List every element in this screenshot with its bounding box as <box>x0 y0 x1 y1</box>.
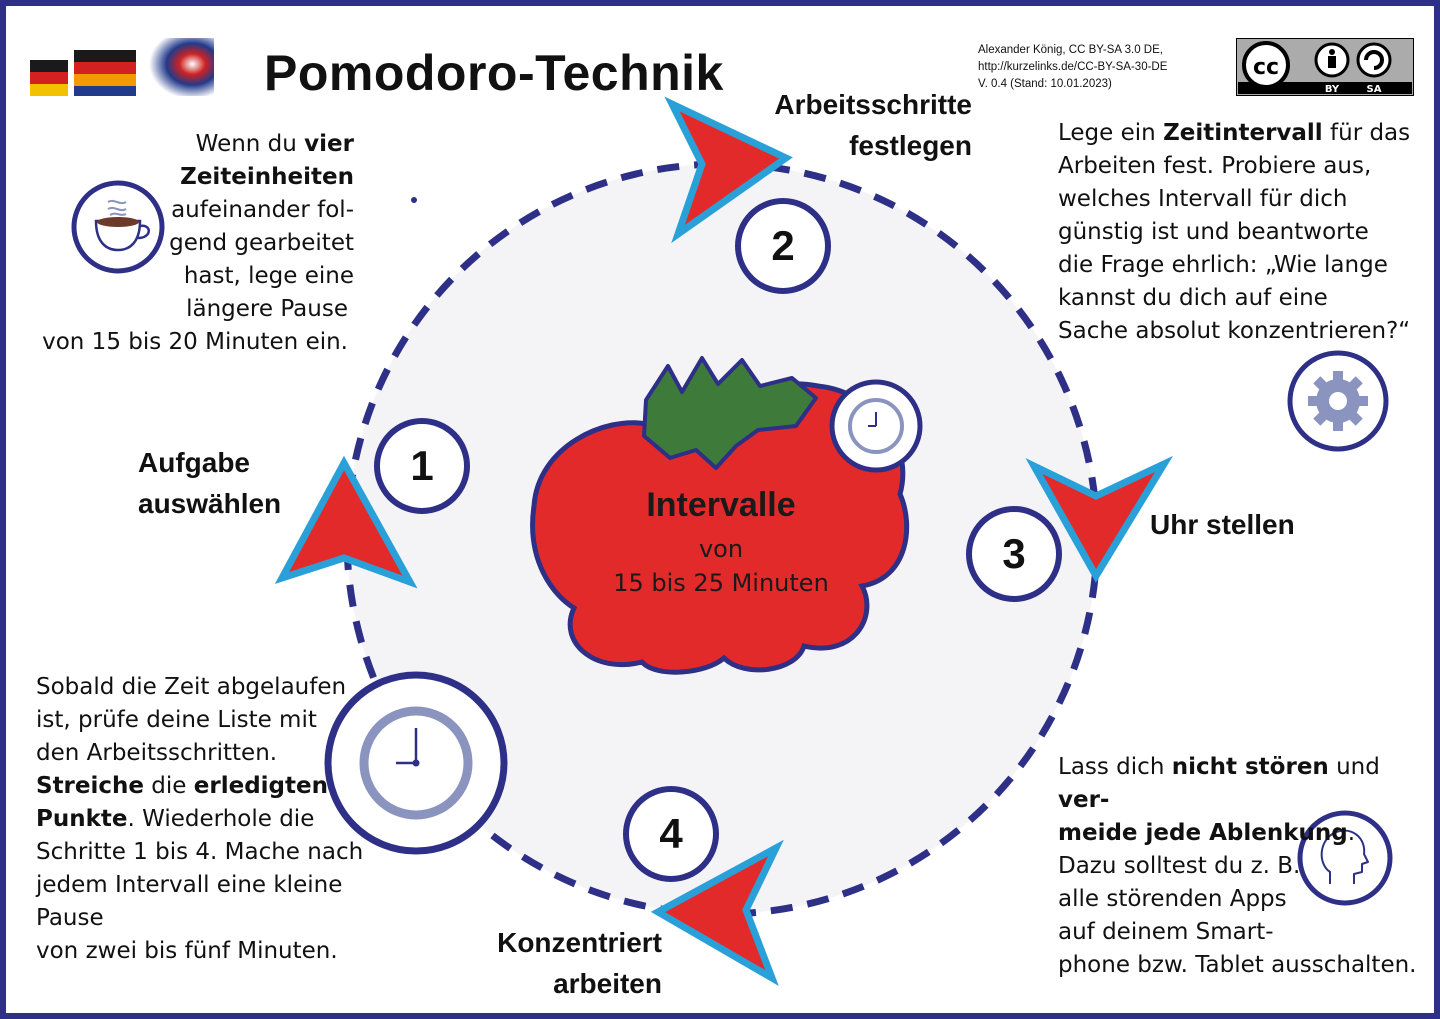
step-1-label-line-2: auswählen <box>138 488 282 519</box>
interval-line-1-bold: Zeitintervall <box>1163 120 1323 146</box>
stopwatch-icon <box>324 671 508 855</box>
review-line-7: jedem Intervall eine kleine Pause <box>36 872 343 931</box>
focus-line-2-b: . <box>1347 820 1356 846</box>
focus-line-1-c: und <box>1328 754 1380 780</box>
review-line-5-b: . Wiederhole die <box>127 806 315 832</box>
tomato-icon <box>530 356 923 675</box>
interval-text: Lege ein Zeitintervall für das Arbeiten … <box>1058 117 1418 348</box>
center-heading: Intervalle <box>646 486 796 524</box>
review-line-1: Sobald die Zeit abgelaufen <box>36 674 347 700</box>
credit-line-2: http://kurzelinks.de/CC-BY-SA-30-DE <box>978 61 1168 73</box>
step-3-label-line-1: Uhr stellen <box>1150 509 1295 540</box>
diagram-canvas <box>71 96 1393 986</box>
step-2-label-line-2: festlegen <box>849 130 972 161</box>
review-line-5: Punkte. Wiederhole die <box>36 803 416 836</box>
step-4-label-line-1: Konzentriert <box>497 927 662 958</box>
step-1-circle <box>374 418 470 514</box>
focus-text: Lass dich nicht stören und ver- meide je… <box>1058 751 1428 982</box>
arrow-step-3 <box>1025 455 1174 583</box>
review-line-6: Schritte 1 bis 4. Mache nach <box>36 839 364 865</box>
review-line-4-bold: Streiche <box>36 773 144 799</box>
step-3-circle <box>966 506 1062 602</box>
coffee-cup-icon <box>71 180 165 274</box>
page-title: Pomodoro-Technik <box>264 45 724 101</box>
stray-dot <box>411 197 417 203</box>
step-1-number: 1 <box>410 442 434 489</box>
credit-block: Alexander König, CC BY-SA 3.0 DE, http:/… <box>978 42 1167 93</box>
review-line-2: ist, prüfe deine Liste mit <box>36 707 317 733</box>
long-break-line-1: Wenn du vier Zeiteinheiten <box>36 128 354 194</box>
focus-line-2: meide jede Ablenkung. <box>1058 817 1428 850</box>
focus-line-5: auf deinem Smart- <box>1058 919 1274 945</box>
interval-line-1-c: für das <box>1322 120 1411 146</box>
step-4-number: 4 <box>659 810 683 857</box>
step-1-label-line-1: Aufgabe <box>138 447 250 478</box>
review-line-4-b: die <box>144 773 194 799</box>
interval-line-2: Arbeiten fest. Probiere aus, <box>1058 153 1372 179</box>
sa-text: SA <box>1367 84 1382 95</box>
long-break-line-6: von 15 bis 20 Minuten ein. <box>42 329 348 355</box>
arrow-step-2 <box>664 96 793 244</box>
interval-line-3: welches Intervall für dich <box>1058 186 1348 212</box>
focus-line-3: Dazu solltest du z. B. <box>1058 853 1301 879</box>
center-subtext: von 15 bis 25 Minuten <box>566 532 876 600</box>
review-line-4: Streiche die erledigten <box>36 770 416 803</box>
focus-line-2-bold: meide jede Ablenkung <box>1058 820 1348 846</box>
step-4-label-line-2: arbeiten <box>553 968 662 999</box>
review-text: Sobald die Zeit abgelaufen ist, prüfe de… <box>36 671 416 968</box>
review-line-4-bold-2: erledigten <box>193 773 328 799</box>
focus-line-1-bold-2: ver- <box>1058 787 1110 813</box>
interval-line-6: kannst du dich auf eine <box>1058 285 1328 311</box>
focus-line-1: Lass dich nicht stören und ver- <box>1058 751 1428 817</box>
interval-line-7: Sache absolut konzentrieren?“ <box>1058 318 1411 344</box>
long-break-line-3: gend gearbeitet <box>169 230 354 256</box>
focus-line-1-a: Lass dich <box>1058 754 1172 780</box>
credit-line-3: V. 0.4 (Stand: 10.01.2023) <box>978 78 1112 90</box>
long-break-line-1-bold: vier Zeiteinheiten <box>180 131 354 190</box>
interval-line-1: Lege ein Zeitintervall für das <box>1058 117 1418 150</box>
review-line-3: den Arbeitsschritten. <box>36 740 278 766</box>
long-break-line-2: aufeinander fol- <box>171 197 354 223</box>
review-line-8: von zwei bis fünf Minuten. <box>36 938 338 964</box>
step-3-label: Uhr stellen <box>1150 504 1295 545</box>
head-icon <box>1297 810 1393 906</box>
cc-text: cc <box>1253 55 1279 80</box>
focus-line-6: phone bzw. Tablet ausschalten. <box>1058 952 1417 978</box>
long-break-line-1-a: Wenn du <box>195 131 305 157</box>
flag-icon <box>30 38 214 96</box>
center-line-1: von <box>698 535 744 563</box>
step-2-circle <box>735 198 831 294</box>
center-line-2: 15 bis 25 Minuten <box>613 569 829 597</box>
step-3-number: 3 <box>1002 530 1026 577</box>
interval-line-4: günstig ist und beantworte <box>1058 219 1369 245</box>
gear-icon <box>1287 350 1389 452</box>
long-break-text: Wenn du vier Zeiteinheiten aufeinander f… <box>36 128 354 359</box>
step-2-label: Arbeitsschritte festlegen <box>726 84 972 166</box>
license-badge: cc BY SA <box>1236 38 1414 96</box>
step-4-circle <box>623 786 719 882</box>
arrow-step-1 <box>274 455 418 589</box>
step-4-label: Konzentriert arbeiten <box>426 922 662 1004</box>
arrow-step-4 <box>650 839 784 986</box>
step-1-label: Aufgabe auswählen <box>138 442 281 524</box>
long-break-line-4: hast, lege eine <box>183 263 354 289</box>
by-text: BY <box>1325 84 1340 95</box>
interval-line-1-a: Lege ein <box>1058 120 1164 146</box>
step-2-number: 2 <box>771 222 795 269</box>
focus-line-4: alle störenden Apps <box>1058 886 1287 912</box>
interval-line-5: die Frage ehrlich: „Wie lange <box>1058 252 1388 278</box>
credit-line-1: Alexander König, CC BY-SA 3.0 DE, <box>978 44 1163 56</box>
long-break-line-5: längere Pause <box>186 296 348 322</box>
focus-line-1-bold: nicht stören <box>1171 754 1329 780</box>
step-2-label-line-1: Arbeitsschritte <box>774 89 972 120</box>
review-line-5-bold: Punkte <box>36 806 128 832</box>
